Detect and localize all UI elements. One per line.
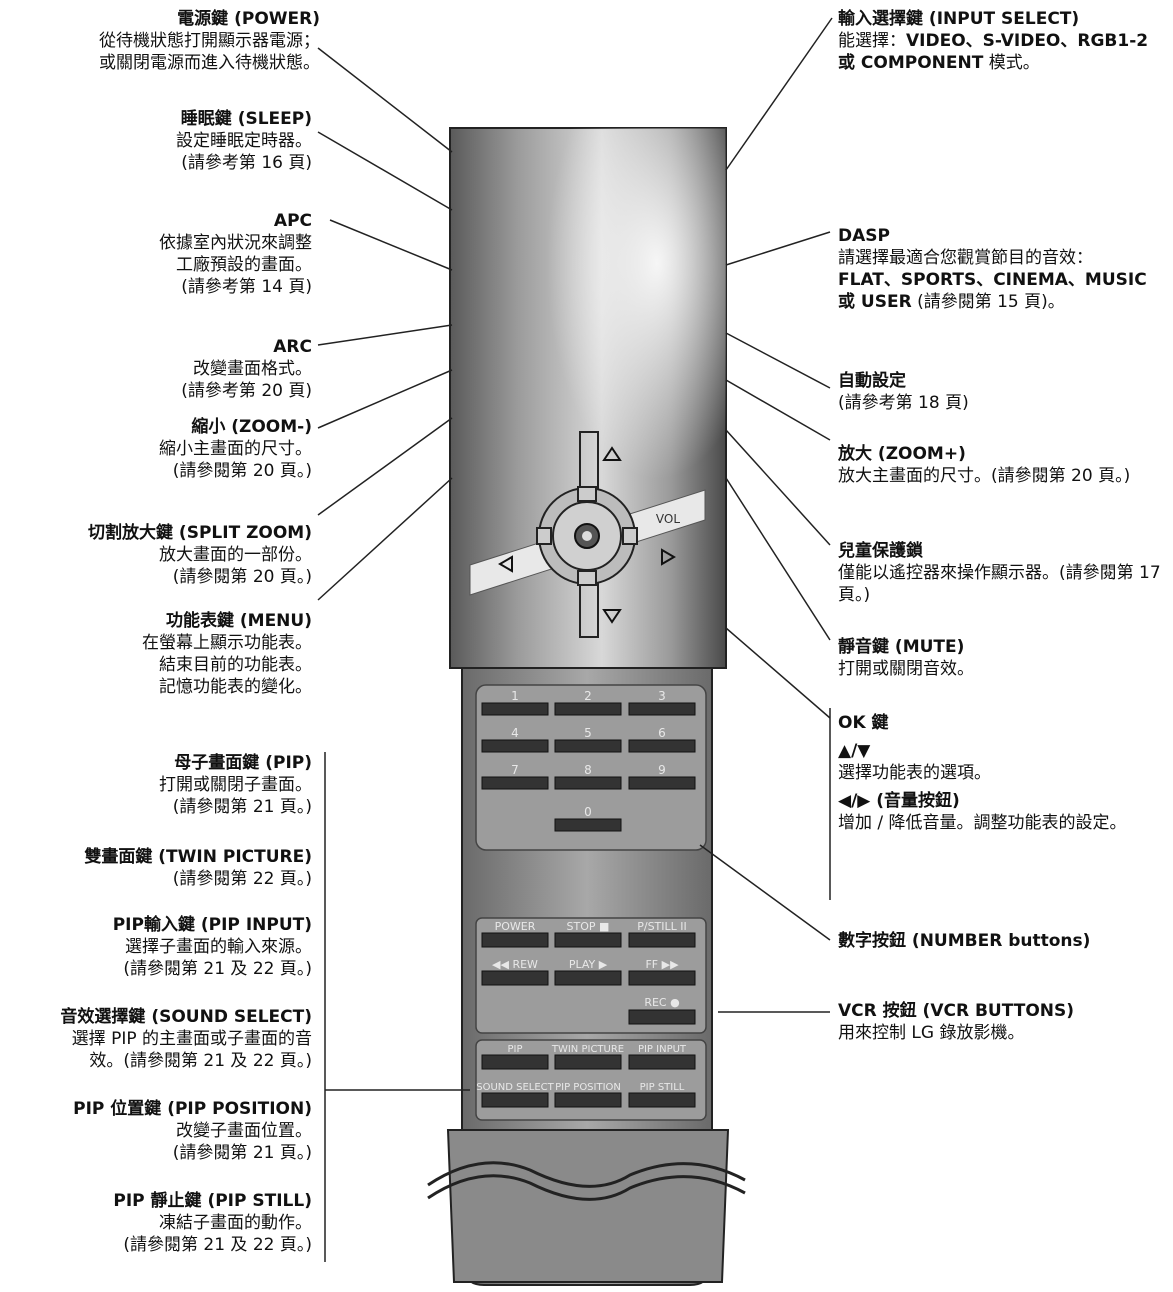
number-key[interactable] [628, 776, 696, 790]
number-key[interactable] [628, 702, 696, 716]
number-key-label: 8 [584, 763, 592, 777]
vcr-key[interactable] [481, 970, 549, 986]
vol-label: VOL [656, 512, 680, 526]
number-key-label: 1 [511, 689, 519, 703]
up-arrow-icon [602, 446, 622, 461]
label-power: 電源鍵 (POWER)從待機狀態打開顯示器電源； 或關閉電源而進入待機狀態。 [99, 9, 320, 73]
pip-key-label: PIP POSITION [555, 1082, 621, 1093]
number-key[interactable] [481, 739, 549, 753]
vcr-key-label: PLAY ▶ [569, 958, 608, 971]
vcr-key-label: P/STILL II [637, 920, 687, 933]
label-number-buttons: 數字按鈕 (NUMBER buttons) [838, 931, 1091, 951]
number-key[interactable] [481, 776, 549, 790]
pip-key[interactable] [481, 1054, 549, 1070]
number-key[interactable] [554, 818, 622, 832]
label-menu: 功能表鍵 (MENU)在螢幕上顯示功能表。 結束目前的功能表。 記憶功能表的變化… [142, 611, 312, 697]
pip-key-label: PIP [507, 1044, 522, 1055]
label-pip-position: PIP 位置鍵 (PIP POSITION)改變子畫面位置。 (請參閱第 21 … [73, 1099, 312, 1163]
vcr-key-label: FF ▶▶ [645, 958, 679, 971]
left-arrow-icon [498, 555, 513, 573]
label-zoom-minus: 縮小 (ZOOM-)縮小主畫面的尺寸。 (請參閱第 20 頁。) [159, 417, 312, 481]
label-twin-picture: 雙畫面鍵 (TWIN PICTURE)(請參閱第 22 頁。) [84, 847, 312, 889]
pip-key-label: PIP INPUT [638, 1044, 687, 1055]
number-key-label: 6 [658, 726, 666, 740]
label-input-select: 輸入選擇鍵 (INPUT SELECT) 能選擇：VIDEO、S-VIDEO、R… [838, 9, 1149, 73]
vcr-key-label: ◀◀ REW [492, 958, 538, 971]
number-key-label: 3 [658, 689, 666, 703]
number-key-label: 7 [511, 763, 519, 777]
pip-key[interactable] [554, 1092, 622, 1108]
number-key-label: 2 [584, 689, 592, 703]
number-key-label: 9 [658, 763, 666, 777]
label-dasp: DASP 請選擇最適合您觀賞節目的音效： FLAT、SPORTS、CINEMA、… [838, 226, 1147, 312]
vcr-key-label: REC ● [644, 996, 679, 1009]
pip-key-label: PIP STILL [640, 1082, 685, 1093]
right-arrow-icon [661, 548, 676, 566]
pip-key-label: SOUND SELECT [476, 1082, 554, 1093]
number-key-label: 5 [584, 726, 592, 740]
pip-key[interactable] [628, 1054, 696, 1070]
pip-key[interactable] [481, 1092, 549, 1108]
number-key[interactable] [481, 702, 549, 716]
vcr-key[interactable] [481, 932, 549, 948]
label-pip-still: PIP 靜止鍵 (PIP STILL)凍結子畫面的動作。 (請參閱第 21 及 … [113, 1191, 312, 1255]
label-pip: 母子畫面鍵 (PIP)打開或關閉子畫面。 (請參閱第 21 頁。) [159, 753, 312, 817]
number-key-label: 4 [511, 726, 519, 740]
vcr-key[interactable] [628, 970, 696, 986]
number-key-label: 0 [584, 805, 592, 819]
label-mute: 靜音鍵 (MUTE)打開或關閉音效。 [838, 637, 974, 679]
number-key[interactable] [554, 739, 622, 753]
number-key[interactable] [628, 739, 696, 753]
number-key[interactable] [554, 702, 622, 716]
label-vcr-buttons: VCR 按鈕 (VCR BUTTONS)用來控制 LG 錄放影機。 [838, 1001, 1075, 1043]
label-sleep: 睡眠鍵 (SLEEP)設定睡眠定時器。 (請參考第 16 頁) [176, 109, 312, 173]
label-auto: 自動設定(請參考第 18 頁) [838, 371, 969, 413]
number-key[interactable] [554, 776, 622, 790]
label-split-zoom: 切割放大鍵 (SPLIT ZOOM)放大畫面的一部份。 (請參閱第 20 頁。) [88, 523, 312, 587]
label-ok: OK 鍵 ▲/▼ 選擇功能表的選項。 ◀/▶ (音量按鈕) 增加 / 降低音量。… [838, 713, 1127, 833]
label-pip-input: PIP輸入鍵 (PIP INPUT)選擇子畫面的輸入來源。 (請參閱第 21 及… [112, 915, 312, 979]
label-child-lock: 兒童保護鎖僅能以遙控器來操作顯示器。(請參閱第 17 頁。) [838, 541, 1161, 605]
down-arrow-icon [602, 609, 622, 624]
pip-key[interactable] [628, 1092, 696, 1108]
vcr-key[interactable] [554, 970, 622, 986]
pip-key-label: TWIN PICTURE [551, 1044, 624, 1055]
label-sound-select: 音效選擇鍵 (SOUND SELECT)選擇 PIP 的主畫面或子畫面的音 效。… [60, 1007, 312, 1071]
vcr-key-label: STOP ■ [567, 920, 610, 933]
label-zoom-plus: 放大 (ZOOM+)放大主畫面的尺寸。(請參閱第 20 頁。) [838, 444, 1131, 486]
vcr-key[interactable] [554, 932, 622, 948]
vcr-key-label: POWER [495, 920, 536, 933]
vcr-key[interactable] [628, 932, 696, 948]
vcr-key[interactable] [628, 1009, 696, 1025]
pip-key[interactable] [554, 1054, 622, 1070]
